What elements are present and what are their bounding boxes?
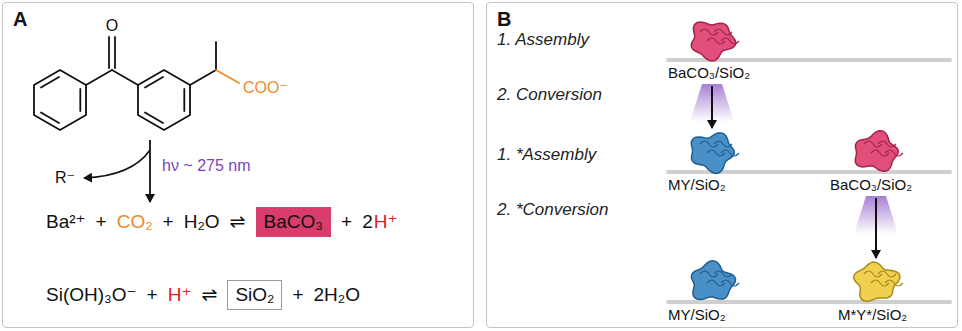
equation-term: H₂O [184, 211, 220, 233]
surface-label: BaCO₃/SiO₂ [668, 64, 750, 81]
step-label: 2. *Conversion [497, 200, 609, 220]
panel-letter: A [13, 8, 27, 30]
equation-term: + [96, 211, 107, 233]
equation-term: CO₂ [117, 211, 153, 233]
equation-term: Ba²⁺ [46, 211, 86, 233]
protein-blob [691, 22, 736, 61]
surface-label: MY/SiO₂ [668, 306, 726, 323]
equation-term: + [292, 284, 303, 306]
equation-term: + [163, 211, 174, 233]
formula: BaCO₃ [264, 211, 323, 232]
equation-term: ⇌ [201, 284, 217, 306]
equation-term: Si(OH)₃O⁻ [46, 284, 137, 306]
equation-term: 2 [362, 211, 373, 233]
panel: B [486, 2, 958, 328]
equation-term: + [341, 211, 352, 233]
protein-fold [721, 38, 739, 44]
step-label: 1. Assembly [497, 30, 589, 50]
surface-label: BaCO₃/SiO₂ [830, 176, 912, 193]
equation-term: H⁺ [374, 211, 398, 233]
chem-label: COO⁻ [243, 79, 288, 97]
step-label: 2. Conversion [497, 85, 602, 105]
surfaces [668, 60, 950, 302]
equation-term: ⇌ [230, 211, 246, 233]
surface-label: M*Y*/SiO₂ [838, 306, 907, 323]
equation-term: 2H₂O [314, 284, 360, 306]
chem-label: O [106, 17, 118, 35]
protein-fold [714, 29, 732, 35]
process-arrow [711, 86, 713, 128]
equation-term: + [147, 284, 158, 306]
molecule [34, 37, 239, 130]
protein-fold [878, 141, 896, 147]
protein-fold [721, 280, 739, 286]
formula: SiO₂ [235, 284, 274, 305]
reaction-arrow [149, 140, 151, 202]
protein-fold [721, 150, 739, 156]
equation-term: H⁺ [168, 284, 192, 306]
protein-fold [885, 150, 903, 156]
protein-blob [691, 261, 735, 300]
protein-fold [714, 271, 732, 277]
protein-fold [878, 271, 896, 277]
panel-letter: B [497, 8, 511, 30]
step-label: 1. *Assembly [497, 145, 596, 165]
chem-label: R⁻ [55, 169, 75, 187]
process-arrow [875, 198, 877, 258]
protein-fold [714, 141, 732, 147]
product-box: SiO₂ [227, 280, 282, 310]
product-box: BaCO₃ [256, 207, 331, 237]
protein-blob [691, 133, 734, 174]
chem-label: hν ~ 275 nm [162, 157, 251, 175]
surface-label: MY/SiO₂ [668, 176, 726, 193]
protein-fold [885, 280, 903, 286]
leaving-arrow [84, 150, 150, 178]
proteins [691, 22, 903, 301]
